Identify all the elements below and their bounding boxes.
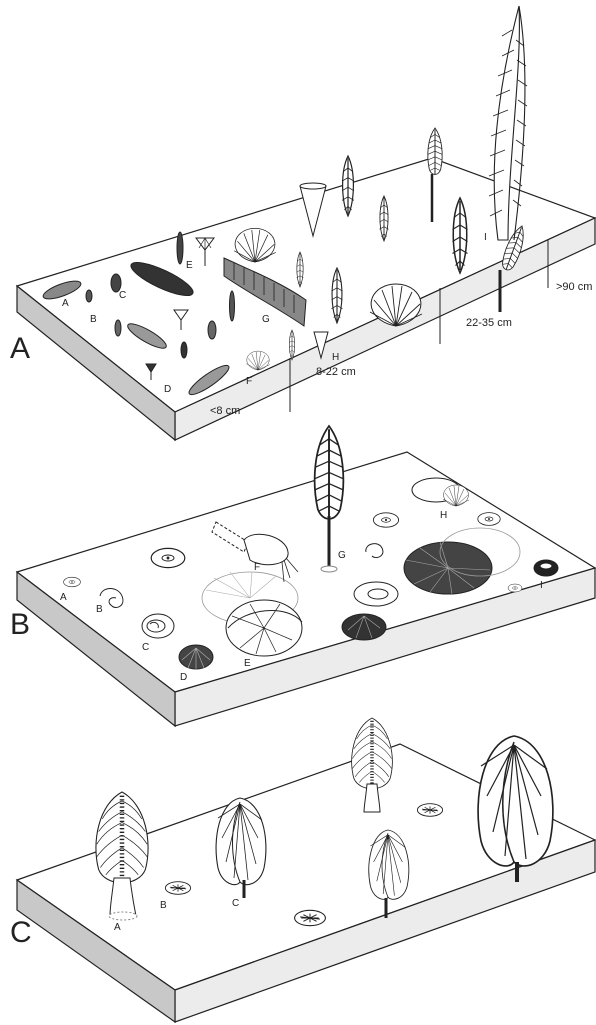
b-spec-c: C (142, 642, 149, 653)
b-spec-i: I (540, 580, 543, 591)
b-spec-f: F (254, 562, 260, 573)
panel-b: B A B C D E F G (10, 426, 595, 726)
bin-label-2: 8-22 cm (316, 366, 356, 378)
a-spec-g: G (262, 314, 270, 325)
a-spec-f: F (246, 376, 252, 387)
panel-a-label: A (10, 332, 30, 365)
b-spec-b: B (96, 604, 103, 615)
c-spec-b: B (160, 900, 167, 911)
bin-label-1: <8 cm (210, 405, 240, 417)
c-spec-a: A (114, 922, 121, 933)
panel-c-label: C (10, 916, 32, 949)
panel-a: <8 cm 8-22 cm 22-35 cm >90 cm A A B C D … (10, 6, 595, 440)
a-spec-b: B (90, 314, 97, 325)
b-spec-e: E (244, 658, 251, 669)
b-spec-g: G (338, 550, 346, 561)
a-spec-a: A (62, 298, 69, 309)
c-spec-c: C (232, 898, 239, 909)
a-spec-i: I (484, 232, 487, 243)
a-spec-c: C (119, 290, 126, 301)
panel-c: C A B C (10, 718, 595, 1022)
bin-label-4: >90 cm (556, 281, 592, 293)
b-spec-h: H (440, 510, 447, 521)
bin-label-3: 22-35 cm (466, 317, 512, 329)
a-spec-e: E (186, 260, 193, 271)
b-spec-d: D (180, 672, 187, 683)
b-spec-a: A (60, 592, 67, 603)
a-spec-h: H (332, 352, 339, 363)
a-spec-d: D (164, 384, 171, 395)
panel-b-label: B (10, 608, 30, 641)
